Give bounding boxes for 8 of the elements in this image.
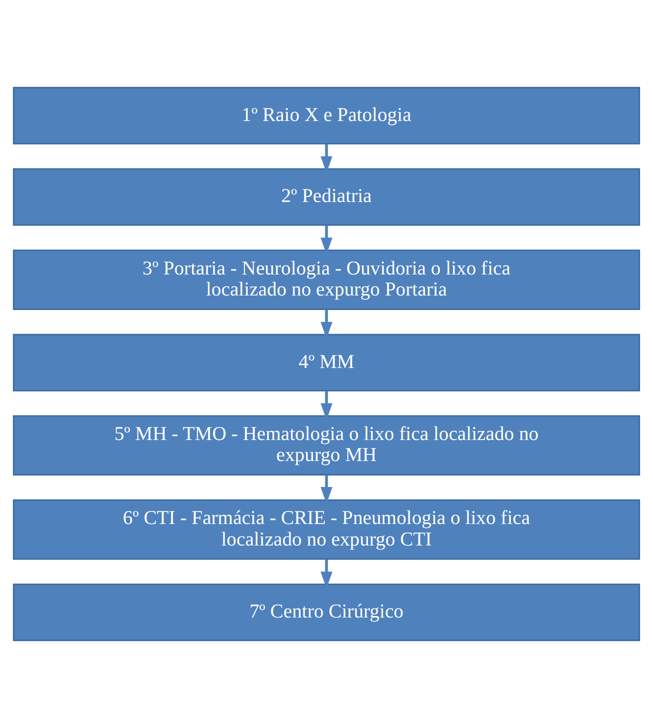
node-box: 2º Pediatria [12, 168, 640, 226]
node-box: 6º CTI - Farmácia - CRIE - Pneumologia o lixo fica localizado no expurgo CTI [12, 499, 640, 560]
node-box: 5º MH - TMO - Hematologia o lixo fica localizado no expurgo MH [12, 415, 640, 476]
node-box: 7º Centro Cirúrgico [12, 584, 640, 642]
arrow [320, 475, 332, 504]
node-box: 1º Raio X e Patologia [12, 86, 640, 144]
node-box: 4º MM [12, 334, 640, 392]
node-box: 3º Portaria - Neurologia - Ouvidoria o lixo fica localizado no expurgo Portaria [12, 250, 640, 310]
